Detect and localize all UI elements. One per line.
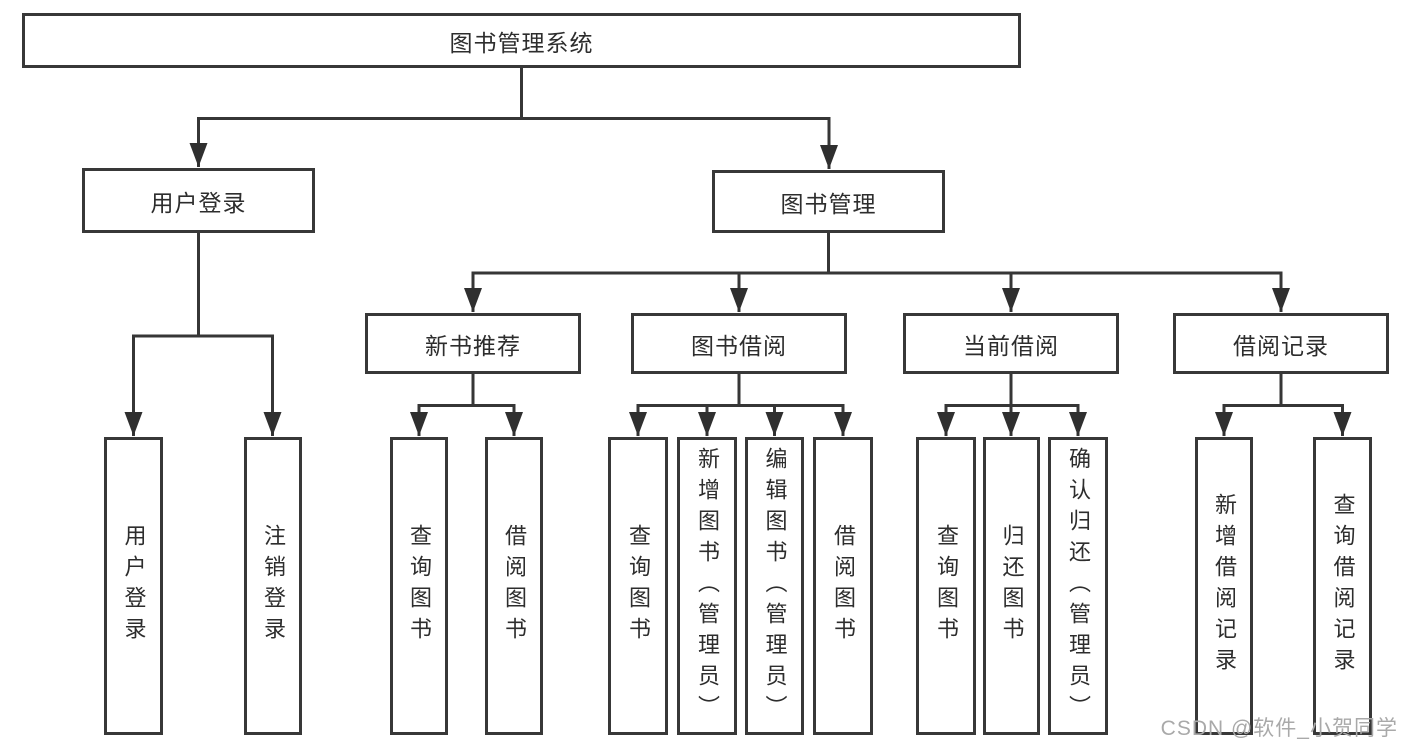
leaf-label: 借阅图书 — [502, 524, 527, 648]
leaf-logout: 注销登录 — [244, 437, 302, 735]
leaf-edit-books-admin: 编辑图书（管理员） — [745, 437, 804, 735]
node-borrowing-records: 借阅记录 — [1173, 313, 1389, 374]
node-label: 新书推荐 — [425, 332, 521, 359]
leaf-borrow-books: 借阅图书 — [813, 437, 873, 735]
connector-records-split — [1224, 374, 1343, 407]
leaf-label: 归还图书 — [999, 524, 1025, 648]
node-label: 当前借阅 — [963, 332, 1059, 359]
connector-borrowing-split — [638, 374, 843, 407]
leaf-label: 查询图书 — [626, 524, 651, 648]
leaf-label: 确认归还（管理员） — [1066, 446, 1091, 726]
leaf-label: 查询借阅记录 — [1330, 493, 1356, 679]
leaf-label: 用户登录 — [121, 524, 147, 648]
leaf-query-borrow-record: 查询借阅记录 — [1313, 437, 1372, 735]
leaf-label: 新增借阅记录 — [1212, 493, 1237, 679]
leaf-confirm-return-admin: 确认归还（管理员） — [1048, 437, 1108, 735]
connector-current-split — [946, 374, 1078, 407]
node-label: 用户登录 — [150, 189, 247, 216]
connector-user-login-split — [133, 233, 273, 338]
node-book-management: 图书管理 — [712, 170, 945, 233]
leaf-label: 查询图书 — [407, 524, 432, 648]
watermark: CSDN @软件_小贺同学 — [1160, 717, 1398, 740]
connector-new-book-split — [419, 374, 514, 407]
leaf-user-login: 用户登录 — [104, 437, 163, 735]
connector-root-split — [198, 68, 829, 120]
leaf-label: 新增图书（管理员） — [695, 446, 720, 726]
node-user-login: 用户登录 — [82, 168, 315, 233]
leaf-borrow-books-recommend: 借阅图书 — [485, 437, 543, 735]
node-current-borrowing: 当前借阅 — [903, 313, 1119, 374]
leaf-label: 注销登录 — [261, 524, 286, 648]
leaf-return-books: 归还图书 — [983, 437, 1040, 735]
node-root-label: 图书管理系统 — [449, 29, 594, 56]
node-book-borrowing: 图书借阅 — [631, 313, 847, 374]
node-root: 图书管理系统 — [22, 13, 1021, 68]
leaf-add-books-admin: 新增图书（管理员） — [677, 437, 737, 735]
leaf-query-books-recommend: 查询图书 — [390, 437, 448, 735]
node-label: 借阅记录 — [1233, 332, 1329, 359]
leaf-add-borrow-record: 新增借阅记录 — [1195, 437, 1253, 735]
leaf-query-books-borrowing: 查询图书 — [608, 437, 668, 735]
leaf-label: 查询图书 — [934, 524, 959, 648]
leaf-label: 编辑图书（管理员） — [762, 446, 788, 726]
leaf-label: 借阅图书 — [831, 524, 856, 648]
leaf-query-books-current: 查询图书 — [916, 437, 976, 735]
node-new-book-recommend: 新书推荐 — [365, 313, 581, 374]
connector-book-mgmt-split — [473, 233, 1281, 275]
node-label: 图书管理 — [780, 190, 877, 217]
node-label: 图书借阅 — [691, 332, 787, 359]
